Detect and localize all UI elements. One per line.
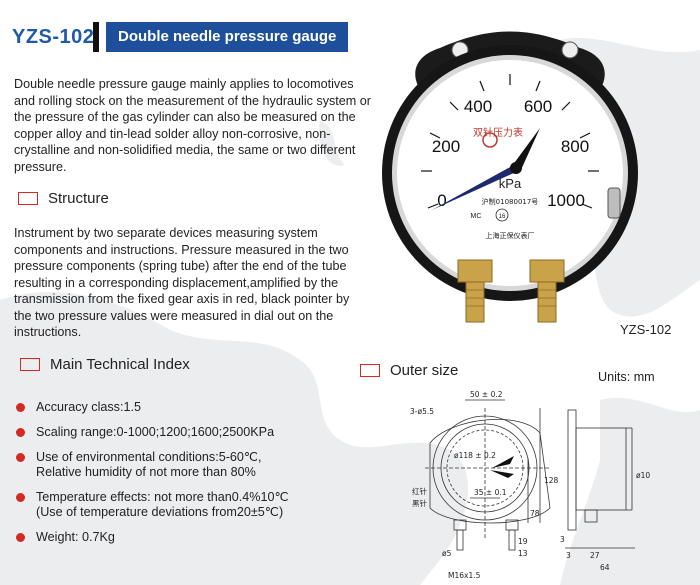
units-label: Units: mm (598, 370, 655, 384)
outer-size-drawing: 3-ø5.5 50 ± 0.2 ø118 ± 0.2 35 ± 0.1 红针 黑… (410, 390, 650, 580)
dial-mark-mc: MC (471, 213, 482, 220)
scale-label-600: 600 (524, 97, 552, 116)
dim-64: 64 (600, 563, 610, 572)
red-needle (512, 128, 540, 172)
tech-item: Temperature effects: not more than0.4%10… (14, 490, 324, 520)
bullet-icon (16, 453, 25, 462)
dial-maker: 上海正保仪表厂 (486, 231, 535, 240)
dim-19: 19 (518, 537, 528, 546)
tech-item: Accuracy class:1.5 (14, 400, 324, 415)
dim-13: 13 (518, 549, 528, 558)
dial-ticks (421, 74, 599, 209)
dial-serial: 沪制01080017号 (482, 197, 539, 206)
tech-item-text: Accuracy class:1.5 (36, 400, 141, 414)
tech-list: Accuracy class:1.5 Scaling range:0-1000;… (14, 400, 324, 555)
section-marker-icon (20, 358, 40, 371)
dim-holes: 3-ø5.5 (410, 407, 434, 416)
dial-mark-16: 16 (499, 214, 506, 220)
product-model: YZS-102 (12, 26, 95, 48)
product-title: Double needle pressure gauge (106, 22, 349, 52)
bullet-icon (16, 493, 25, 502)
intro-text: Double needle pressure gauge mainly appl… (14, 77, 371, 174)
dim-black-needle: 黑针 (412, 498, 427, 508)
structure-heading: Structure (18, 190, 109, 207)
dim-pcd: ø118 ± 0.2 (454, 451, 496, 460)
gauge-caption: YZS-102 (620, 322, 672, 337)
structure-heading-label: Structure (48, 190, 109, 207)
dial-unit: kPa (499, 176, 522, 191)
tech-item-text: Temperature effects: not more than0.4%10… (36, 490, 289, 519)
scale-label-0: 0 (437, 191, 446, 210)
scale-label-200: 200 (432, 137, 460, 156)
dim-27: 27 (590, 551, 600, 560)
dim-3a: 3 (560, 535, 565, 544)
dim-100: ø100 (636, 471, 650, 480)
bullet-icon (16, 533, 25, 542)
tech-heading-label: Main Technical Index (50, 356, 190, 373)
tech-item-text: Scaling range:0-1000;1200;1600;2500KPa (36, 425, 275, 439)
header-divider (93, 22, 99, 52)
dim-red-needle: 红针 (412, 486, 427, 496)
gauge-image: 0 200 400 600 800 1000 双针压力表 kPa 沪制01080… (382, 31, 638, 323)
outer-heading-label: Outer size (390, 362, 459, 379)
bullet-icon (16, 403, 25, 412)
dim-5: ø5 (442, 549, 452, 558)
dial-title: 双针压力表 (473, 126, 523, 139)
tech-item-text: Use of environmental conditions:5-60℃, R… (36, 450, 262, 479)
tech-item: Use of environmental conditions:5-60℃, R… (14, 450, 324, 480)
tech-item-text: Weight: 0.7Kg (36, 530, 115, 544)
dim-mid: 35 ± 0.1 (474, 488, 507, 497)
bullet-icon (16, 428, 25, 437)
section-marker-icon (18, 192, 38, 205)
dim-thread: M16x1.5 (448, 571, 481, 580)
dim-128: 128 (544, 476, 559, 485)
outer-heading: Outer size (360, 362, 458, 379)
tech-item: Weight: 0.7Kg (14, 530, 324, 545)
scale-label-1000: 1000 (547, 191, 585, 210)
dim-top: 50 ± 0.2 (470, 390, 503, 399)
structure-text: Instrument by two separate devices measu… (14, 226, 350, 339)
black-needle (432, 166, 516, 210)
dim-3b: 3 (566, 551, 571, 560)
scale-label-400: 400 (464, 97, 492, 116)
section-marker-icon (360, 364, 380, 377)
dim-78: 78 (530, 509, 540, 518)
tech-heading: Main Technical Index (20, 356, 190, 373)
tech-item: Scaling range:0-1000;1200;1600;2500KPa (14, 425, 324, 440)
scale-label-800: 800 (561, 137, 589, 156)
